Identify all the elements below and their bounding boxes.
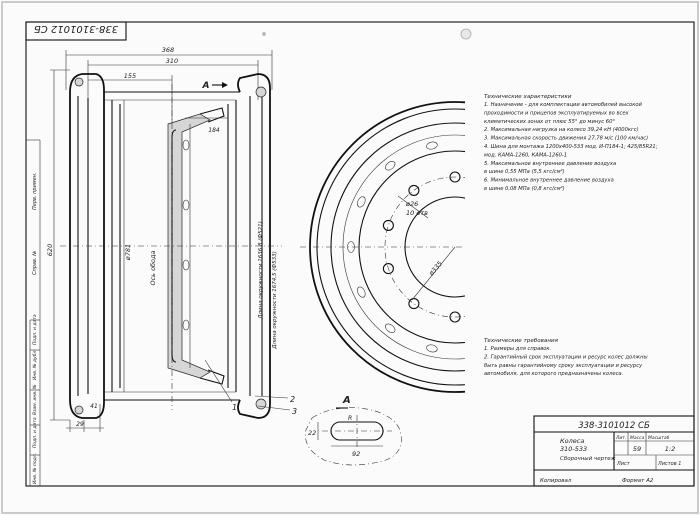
section-arrow-label: А — [202, 81, 210, 91]
tech-spec-line: 6. Минимальное внутреннее давление возду… — [484, 178, 614, 184]
vent-hole — [385, 323, 396, 333]
callout-2: 2 — [290, 395, 295, 404]
tech-req-line: быть равны гарантийному сроку эксплуатац… — [484, 363, 643, 369]
leader-2 — [254, 395, 289, 399]
tech-req-line: 2. Гарантийный срок эксплуатации и ресур… — [484, 354, 648, 360]
left-strip-grid — [29, 319, 40, 486]
bolt-hole — [449, 171, 461, 183]
tech-spec-line: климатических зонах от плюс 55° до минус… — [484, 119, 615, 125]
section-label-a: А — [342, 395, 351, 406]
label-10-holes: 10 отв — [406, 209, 428, 217]
dim-620: 620 — [46, 244, 54, 256]
tech-spec-line: в шине 0,55 МПа (5,5 кгс/см²) — [484, 169, 565, 175]
left-strip-inv-podl: Инв. № подл. — [32, 453, 38, 484]
sheets-label: Листов 1 — [657, 461, 681, 467]
wheel-disc-section — [167, 113, 211, 379]
label-circumference-2: Длина окружности 1674,5 (Ф533) — [272, 251, 278, 350]
rim-left-flange — [69, 73, 105, 419]
leader-1 — [204, 359, 233, 403]
label-circumference-1: Длина окружности 1636,8 (Ф521) — [258, 221, 264, 320]
bolt-hole — [408, 298, 420, 310]
dim-155: 155 — [124, 72, 136, 80]
title-subtitle: Сборочный чертеж — [560, 456, 616, 462]
vent-hole — [357, 196, 366, 208]
rim-section-view: 368 310 155 620 — [46, 46, 297, 432]
dim-41: 41 — [90, 403, 98, 410]
leader-3 — [257, 405, 291, 411]
dim-29: 29 — [76, 421, 84, 428]
callout-1: 1 — [232, 403, 237, 412]
title-block-code: 338-3101012 СБ — [578, 421, 650, 431]
tech-specs-title: Технические характеристики — [484, 94, 572, 100]
bolt-hole — [449, 311, 461, 323]
bolt-hole — [408, 184, 420, 196]
tech-spec-line: 1. Назначение - для комплектации автомоб… — [484, 102, 643, 108]
tech-spec-line: 2. Максимальная нагрузка на колесо 39,24… — [484, 127, 639, 133]
title-block: 338-3101012 СБ Колеса 310-533 Сборочный … — [533, 415, 695, 487]
mass-value: 59 — [633, 445, 641, 453]
dim-d26: ø26 — [405, 200, 418, 208]
dim-92: 92 — [352, 450, 360, 458]
format-label: Формат А2 — [622, 478, 654, 484]
front-bolt-holes — [382, 171, 461, 323]
dim-22: 22 — [308, 429, 316, 437]
disc-bolt-holes — [182, 139, 190, 331]
dim-368: 368 — [162, 46, 174, 54]
tech-specs-block: Технические характеристики 1. Назначение… — [484, 94, 658, 192]
vent-hole — [426, 141, 438, 150]
slot-detail-view: R 22 92 — [305, 407, 402, 466]
left-strip-vzam-inv: Взам. инв. № — [32, 384, 38, 415]
tech-spec-line: 5. Максимальное внутреннее давление возд… — [484, 161, 616, 167]
punch-hole — [460, 28, 472, 40]
tech-req-line: 1. Размеры для справок. — [484, 346, 551, 352]
dim-d781: ø781 — [124, 244, 132, 261]
dim-310: 310 — [166, 57, 178, 65]
tech-req-line: автомобиля, для которого предназначены к… — [484, 371, 623, 377]
left-strip-inv-dubl: Инв. № дубл. — [32, 349, 38, 380]
tech-req-title: Технические требования — [484, 338, 559, 344]
callout-3: 3 — [292, 407, 297, 416]
punch-mark — [262, 32, 266, 36]
mass-header: Масса — [630, 435, 645, 441]
vent-hole — [347, 241, 355, 253]
left-strip-sprav: Справ. № — [32, 251, 38, 275]
tech-spec-line: 4. Шина для монтажа 1200х400-533 мод. И-… — [484, 144, 658, 150]
tech-spec-line: мод. КАМА-1260, КАМА-1260-1 — [484, 152, 567, 158]
tech-req-lines: 1. Размеры для справок. 2. Гарантийный ср… — [484, 346, 648, 377]
drawing-frame — [25, 21, 695, 487]
tech-specs-lines: 1. Назначение - для комплектации автомоб… — [484, 102, 658, 192]
code-box-top — [25, 21, 127, 41]
left-strip-labels: Перв. примен. Справ. № Подп. и дата Инв.… — [32, 172, 38, 484]
vent-hole — [385, 161, 396, 171]
front-vent-holes — [347, 141, 438, 353]
vent-hole — [357, 286, 366, 298]
lit-header: Лит. — [615, 435, 626, 441]
vent-hole — [426, 344, 438, 353]
tech-req-block: Технические требования 1. Размеры для сп… — [484, 338, 648, 377]
tech-spec-line: 3. Максимальная скорость движения 27,78 … — [484, 136, 648, 142]
scale-header: Масштаб — [648, 435, 670, 441]
rotated-drawing-code: 338-3101012 СБ — [34, 23, 118, 34]
label-wheel-axis: Ось обода — [149, 250, 157, 285]
tech-spec-line: в шине 0,08 МПа (0,8 кгс/см²) — [484, 186, 565, 192]
left-strip-podp-data: Подп. и дата — [32, 314, 38, 345]
left-strip-podp-data2: Подп. и дата — [32, 417, 38, 448]
scale-value: 1:2 — [665, 445, 675, 453]
copied-label: Копировал — [540, 478, 572, 484]
sheet-label: Лист — [616, 461, 631, 467]
dim-184: 184 — [208, 127, 220, 134]
title-line-2: 310-533 — [560, 445, 587, 453]
bolt-hole — [382, 219, 394, 231]
left-strip-perv-primen: Перв. примен. — [32, 172, 38, 210]
wheel-front-view: ø26 10 отв ø335 — [300, 101, 465, 393]
bolt-hole — [382, 263, 394, 275]
title-line-1: Колеса — [560, 437, 584, 445]
tech-spec-line: проходимости и прицепов эксплуатируемых … — [484, 110, 630, 116]
dim-r: R — [348, 415, 352, 422]
